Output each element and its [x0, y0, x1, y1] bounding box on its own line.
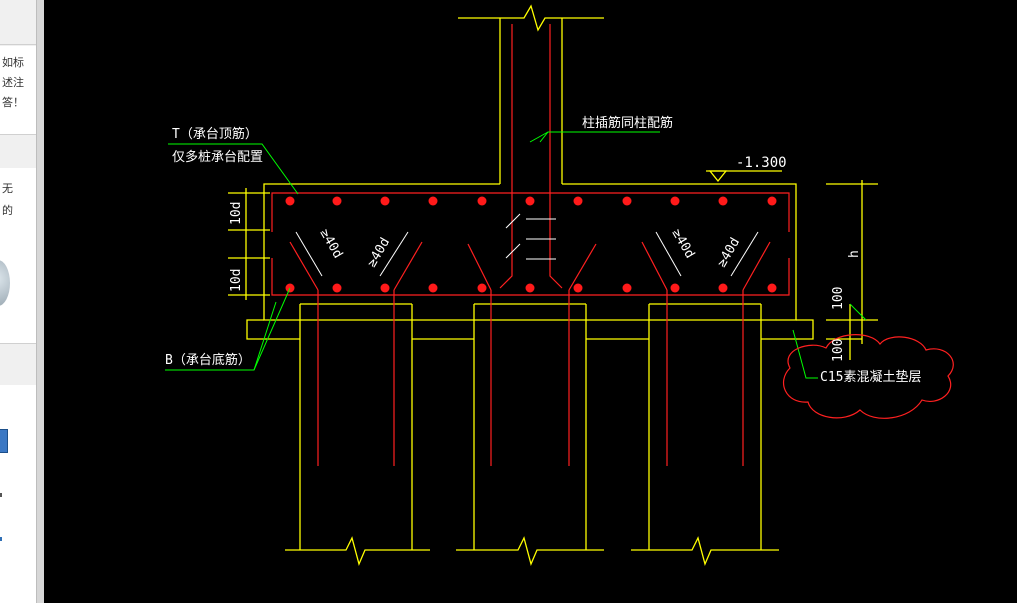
top-dot — [525, 196, 535, 206]
revision-cloud — [782, 334, 954, 419]
panel-header — [0, 0, 36, 45]
rebar-lines — [271, 24, 790, 466]
anchor-4 — [568, 243, 597, 291]
dim-40d-3 — [655, 231, 682, 277]
label-10d-bottom: 10d — [229, 269, 244, 292]
top-dot — [622, 196, 632, 206]
label-elevation: -1.300 — [736, 155, 787, 171]
pile-3-break — [631, 536, 779, 566]
bottom-dot — [477, 283, 487, 293]
panel-text-5: 的 — [2, 204, 13, 217]
anchor-3 — [467, 243, 492, 291]
left-side-panel: 如标 述注 答！ 无 的 — [0, 0, 44, 603]
panel-text-2: 述注 — [2, 76, 24, 89]
bottom-dot — [767, 283, 777, 293]
anchor-6 — [742, 241, 771, 291]
bottom-dot — [573, 283, 583, 293]
bottom-dot — [718, 283, 728, 293]
label-100-upper: 100 — [831, 287, 846, 310]
cushion-right — [761, 319, 814, 340]
structure-outline — [228, 4, 878, 566]
pile-1-break — [285, 536, 430, 566]
label-h: h — [847, 250, 862, 258]
top-dot — [428, 196, 438, 206]
anchor-5 — [641, 241, 668, 291]
elevation-triangle — [708, 170, 728, 183]
bottom-rebar — [271, 258, 790, 296]
panel-card-2[interactable]: 无 的 — [0, 168, 36, 344]
column-tick-1 — [505, 213, 521, 229]
top-rebar — [271, 192, 790, 232]
dim-tick — [849, 303, 867, 321]
label-cushion: C15素混凝土垫层 — [820, 369, 921, 385]
top-dot — [718, 196, 728, 206]
dim-40d-1 — [295, 231, 323, 277]
top-dot — [767, 196, 777, 206]
column-bar-2 — [549, 24, 563, 289]
pile-cap-outline — [263, 183, 797, 321]
label-10d-top: 10d — [229, 202, 244, 225]
panel-card-3[interactable] — [0, 385, 36, 603]
panel-text-3: 答！ — [2, 96, 24, 109]
top-dot — [573, 196, 583, 206]
top-dot — [380, 196, 390, 206]
pile-2-break — [456, 536, 604, 566]
bottom-dot — [332, 283, 342, 293]
bottom-dot — [525, 283, 535, 293]
bottom-dot — [428, 283, 438, 293]
bullet-icon — [0, 493, 2, 497]
column-bar-1 — [499, 24, 513, 289]
leader-lines — [165, 131, 867, 379]
cushion-left — [246, 319, 300, 340]
label-top-rebar: T（承台顶筋） — [172, 126, 258, 142]
panel-text-4: 无 — [2, 182, 13, 195]
drawing-background — [44, 0, 1017, 603]
panel-scroll-edge[interactable] — [36, 0, 44, 603]
dim-40d-4 — [730, 231, 759, 277]
leader-cushion — [792, 329, 818, 379]
avatar-icon[interactable] — [0, 260, 10, 306]
label-100-lower: 100 — [831, 339, 846, 362]
panel-card-1[interactable]: 如标 述注 答！ — [0, 46, 36, 135]
rebar-dots — [285, 196, 777, 293]
dim-40d-2 — [379, 231, 409, 277]
bottom-dot — [380, 283, 390, 293]
document-icon[interactable] — [0, 429, 8, 453]
bullet-icon — [0, 537, 2, 541]
column-break-line — [458, 4, 604, 32]
bottom-dot — [622, 283, 632, 293]
top-dot — [670, 196, 680, 206]
anchor-dim-lines — [295, 213, 759, 277]
top-dot — [285, 196, 295, 206]
leader-bottom-rebar-2 — [253, 301, 277, 371]
bottom-dot — [670, 283, 680, 293]
label-column-rebar: 柱插筋同柱配筋 — [582, 115, 673, 131]
column-tick-2 — [505, 243, 521, 259]
leader-column-tick — [529, 131, 549, 143]
top-dot — [332, 196, 342, 206]
anchor-1 — [289, 241, 319, 291]
leader-top-rebar — [168, 143, 299, 195]
panel-text-1: 如标 — [2, 56, 24, 69]
anchor-2 — [393, 241, 423, 291]
label-bottom-rebar: B（承台底筋） — [165, 352, 251, 368]
top-dot — [477, 196, 487, 206]
cad-drawing-canvas[interactable]: T（承台顶筋） 仅多桩承台配置 柱插筋同柱配筋 -1.300 B（承台底筋） C… — [44, 0, 1017, 603]
label-top-rebar-note: 仅多桩承台配置 — [172, 149, 263, 165]
